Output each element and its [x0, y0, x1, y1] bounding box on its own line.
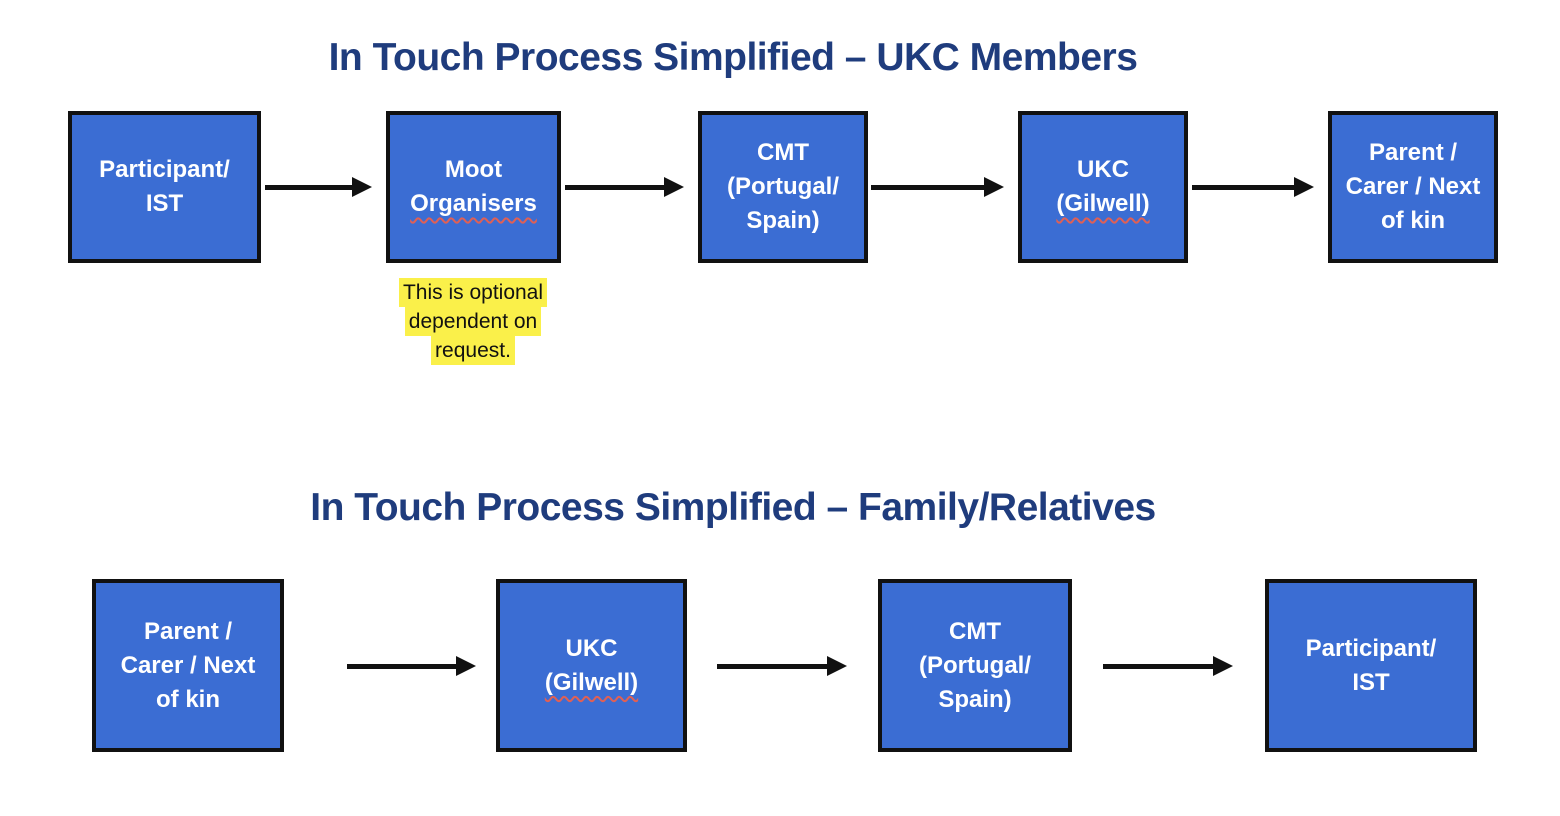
- box-label-line: IST: [145, 190, 184, 217]
- box-label-line: Participant/: [99, 156, 230, 183]
- flow-arrow: [717, 656, 847, 676]
- diagram1-title: In Touch Process Simplified – UKC Member…: [328, 36, 1138, 79]
- note-line: dependent on: [373, 307, 573, 336]
- box-label-line: (Gilwell): [1056, 187, 1149, 221]
- flow-arrow: [871, 177, 1004, 197]
- arrow-shaft: [1103, 663, 1213, 669]
- flow-arrow: [1192, 177, 1314, 197]
- arrow-shaft: [565, 184, 664, 190]
- box-label-line: Parent /: [143, 617, 233, 645]
- highlighted-text: request.: [431, 336, 515, 365]
- box-label-line: Parent /: [1368, 139, 1458, 166]
- arrow-shaft: [1192, 184, 1294, 190]
- misspelled-word: (Gilwell): [544, 668, 639, 696]
- flow-box-participant-ist-2: Participant/ IST: [1265, 579, 1477, 752]
- box-label-line: (Portugal/: [919, 651, 1031, 679]
- flow-box-parent-carer-next-of-kin-2: Parent / Carer / Next of kin: [92, 579, 284, 752]
- box-label-line: CMT: [949, 617, 1001, 645]
- flow-box-ukc-gilwell: UKC (Gilwell): [1018, 111, 1188, 263]
- flow-arrow: [265, 177, 372, 197]
- arrow-shaft: [265, 184, 352, 190]
- flow-box-moot-organisers: Moot Organisers: [386, 111, 561, 263]
- box-label-line: (Gilwell): [545, 666, 638, 700]
- arrow-shaft: [871, 184, 984, 190]
- box-label-line: Spain): [746, 207, 820, 234]
- box-label-line: CMT: [757, 139, 809, 166]
- arrowhead-icon: [352, 177, 372, 197]
- flow-arrow: [347, 656, 476, 676]
- box-label-line: UKC: [565, 634, 618, 662]
- flow-arrow: [1103, 656, 1233, 676]
- arrow-shaft: [717, 663, 827, 669]
- flow-arrow: [565, 177, 684, 197]
- arrowhead-icon: [1213, 656, 1233, 676]
- box-label-line: IST: [1352, 668, 1390, 696]
- box-label-line: Moot: [444, 156, 503, 183]
- box-label-line: Participant/: [1305, 634, 1437, 662]
- box-label-line: UKC: [1077, 156, 1129, 183]
- arrowhead-icon: [1294, 177, 1314, 197]
- box-label-line: of kin: [156, 685, 220, 713]
- flow-box-ukc-gilwell-2: UKC (Gilwell): [496, 579, 687, 752]
- box-label-line: Carer / Next: [120, 651, 256, 679]
- box-label-line: Organisers: [410, 187, 537, 221]
- box-label-line: of kin: [1381, 207, 1445, 234]
- optional-note: This is optional dependent on request.: [373, 278, 573, 365]
- note-line: This is optional: [373, 278, 573, 307]
- box-label-line: Carer / Next: [1345, 173, 1481, 200]
- flow-box-cmt-portugal-spain-2: CMT (Portugal/ Spain): [878, 579, 1072, 752]
- arrowhead-icon: [984, 177, 1004, 197]
- highlighted-text: This is optional: [398, 278, 548, 307]
- misspelled-word: (Gilwell): [1056, 190, 1150, 217]
- flow-box-participant-ist: Participant/ IST: [68, 111, 261, 263]
- diagram2-title: In Touch Process Simplified – Family/Rel…: [310, 486, 1156, 529]
- highlighted-text: dependent on: [404, 307, 542, 336]
- flow-box-cmt-portugal-spain: CMT (Portugal/ Spain): [698, 111, 868, 263]
- box-label-line: Spain): [938, 685, 1012, 713]
- box-label-line: (Portugal/: [727, 173, 839, 200]
- arrowhead-icon: [456, 656, 476, 676]
- arrow-shaft: [347, 663, 456, 669]
- arrowhead-icon: [664, 177, 684, 197]
- arrowhead-icon: [827, 656, 847, 676]
- flow-box-parent-carer-next-of-kin: Parent / Carer / Next of kin: [1328, 111, 1498, 263]
- note-line: request.: [373, 336, 573, 365]
- misspelled-word: Organisers: [410, 190, 537, 217]
